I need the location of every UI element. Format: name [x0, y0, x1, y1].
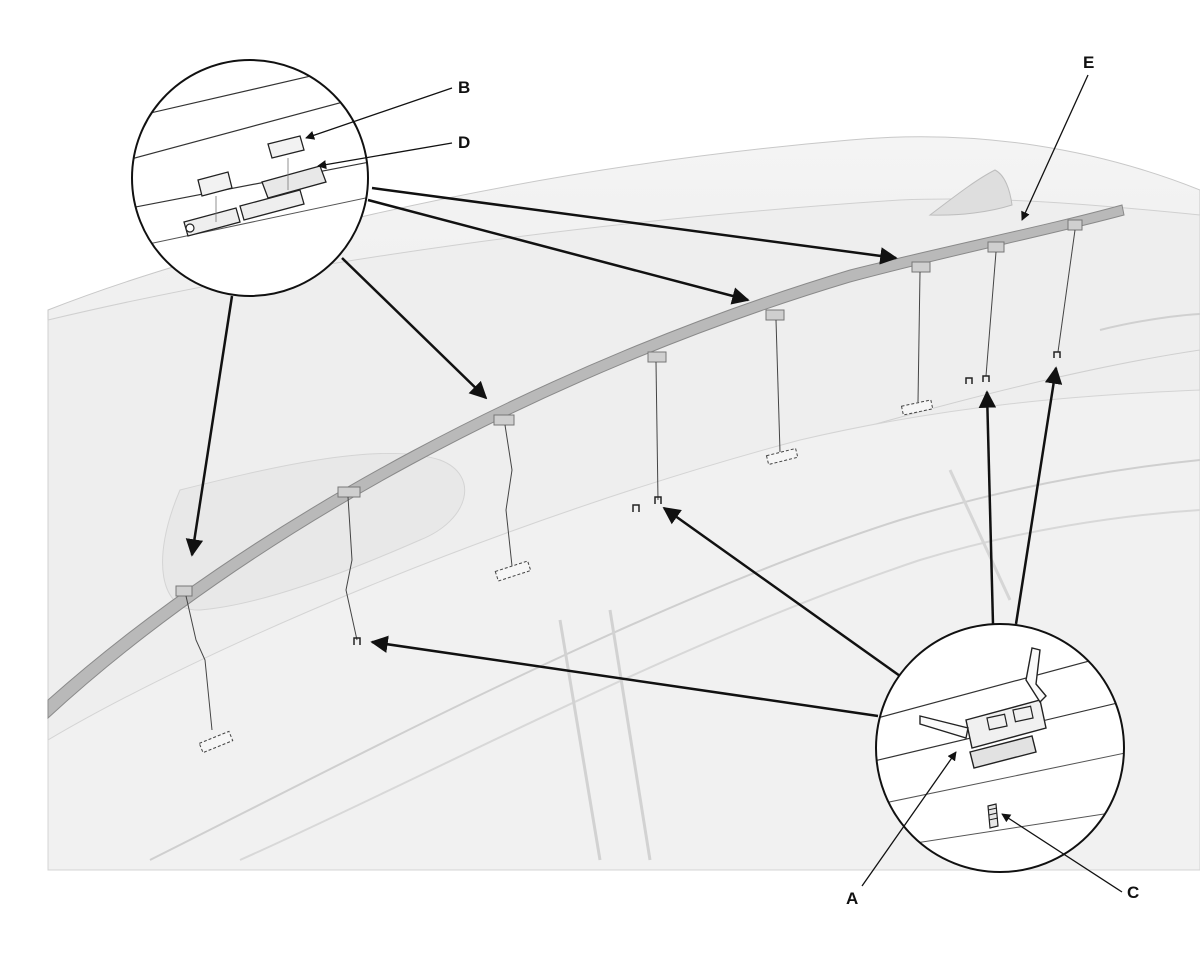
detail-clip-d-body — [239, 189, 305, 221]
alignment-line — [345, 496, 358, 641]
detail-stud-thread — [987, 807, 998, 811]
roof-clip — [654, 496, 662, 504]
leader-a — [861, 751, 957, 887]
roof-clip — [982, 375, 990, 382]
molding-clip — [337, 486, 361, 498]
tape-mark — [900, 399, 934, 416]
shark-fin-antenna — [928, 169, 1013, 216]
leader-c — [1001, 813, 1123, 893]
leader-d — [317, 142, 453, 170]
window-frame — [149, 459, 1200, 861]
arrow-to-roof-clip — [978, 390, 997, 625]
molding-clip — [987, 241, 1005, 253]
arrow-to-clip — [185, 295, 234, 557]
arrow-to-clip — [367, 198, 750, 305]
bottom-detail-arrows — [370, 366, 1063, 718]
molding-clip — [175, 585, 193, 597]
molding-detail-view — [131, 59, 369, 297]
callout-leaders — [305, 74, 1123, 893]
rear-window-edge — [1099, 313, 1200, 331]
alignment-lines — [185, 229, 1076, 731]
clip-detail-view — [875, 623, 1125, 873]
roof-clip — [353, 637, 361, 645]
alignment-line — [775, 319, 781, 453]
door-pillar-2 — [608, 609, 652, 861]
tape-mark — [494, 560, 532, 582]
detail-circle-outline — [875, 623, 1125, 873]
callout-a-label: A — [846, 889, 859, 908]
tape-marks — [198, 399, 934, 754]
arrow-to-roof-clip — [370, 635, 879, 718]
detail-clip-window — [1012, 705, 1034, 723]
alignment-line — [1057, 229, 1076, 353]
top-detail-arrows — [185, 186, 898, 557]
detail-clip-base — [969, 735, 1037, 769]
detail-molding-face — [132, 91, 368, 163]
leader-e — [1021, 74, 1089, 221]
detail-roof-line — [876, 649, 1124, 721]
detail-clip-left-body — [183, 207, 241, 237]
molding-clip — [493, 414, 515, 426]
detail-clip-body — [965, 699, 1047, 749]
detail-molding-bottom-edge — [132, 159, 368, 211]
arrow-to-roof-clip — [1014, 366, 1063, 625]
alignment-line — [504, 424, 513, 567]
detail-stud-bolt — [987, 803, 999, 829]
callout-c-label: C — [1127, 883, 1140, 902]
tape-mark — [765, 447, 799, 466]
callout-b-label: B — [458, 78, 471, 97]
detail-tab — [185, 223, 195, 233]
door-pillar-3 — [948, 469, 1012, 601]
callout-d-label: D — [458, 133, 471, 152]
roof-clip — [965, 377, 973, 384]
leader-b — [305, 87, 453, 140]
arrow-to-clip — [371, 186, 898, 265]
molding-clip — [765, 309, 785, 321]
detail-stud-thread — [988, 812, 998, 816]
roof-molding — [47, 204, 1125, 720]
detail-roof-edge — [132, 194, 368, 251]
detail-clip-hook — [1025, 647, 1047, 704]
alignment-line — [985, 251, 997, 377]
arrow-to-clip — [341, 257, 488, 400]
detail-clip-d — [261, 165, 327, 199]
detail-circle-background — [132, 60, 368, 296]
tape-mark — [198, 730, 234, 754]
detail-stud-thread — [988, 817, 999, 821]
molding-clip — [1067, 219, 1083, 231]
roof-clip — [1053, 351, 1061, 358]
molding-clip — [647, 351, 667, 363]
roof-clips — [353, 351, 1061, 645]
detail-roof-line — [876, 751, 1124, 807]
roof-clip — [632, 504, 640, 512]
molding-clip — [911, 261, 931, 273]
arrow-to-roof-clip — [662, 506, 901, 678]
detail-clip-arm — [919, 715, 969, 739]
detail-clip-b-left — [197, 171, 233, 197]
window-frame-inner — [239, 509, 1200, 861]
detail-circle-outline — [131, 59, 369, 297]
detail-clip-window — [986, 713, 1008, 731]
alignment-line — [655, 361, 659, 501]
alignment-line — [917, 271, 921, 403]
detail-clip-b — [267, 135, 305, 159]
callout-e-label: E — [1083, 53, 1095, 72]
alignment-line — [185, 595, 213, 731]
door-pillar-1 — [558, 619, 602, 861]
